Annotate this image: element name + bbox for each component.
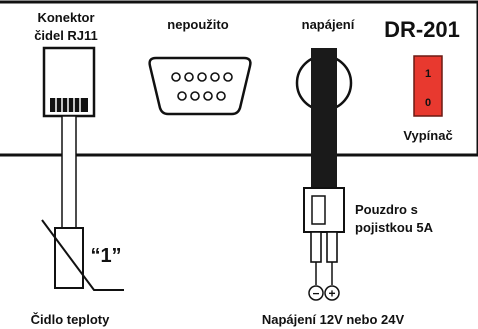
probe-cable — [61, 115, 77, 232]
fuse-cartridge — [311, 195, 326, 225]
minus-terminal — [308, 285, 324, 301]
db9-title: nepoužito — [167, 17, 228, 32]
power-leads: − + — [308, 231, 340, 301]
power-title: napájení — [302, 17, 355, 32]
probe-tag: “1” — [90, 245, 121, 267]
plus-sign: + — [328, 287, 335, 301]
minus-sign: − — [312, 287, 319, 301]
probe-caption: Čidlo teploty — [31, 312, 110, 327]
power-cable-black — [311, 48, 337, 188]
lead-positive — [326, 231, 338, 263]
device-panel-outline — [0, 0, 478, 157]
db9-connector — [148, 56, 252, 116]
lead-negative — [310, 231, 322, 263]
connector-title-line1: Konektor — [37, 10, 94, 25]
db9-pins — [171, 72, 233, 101]
db9-shell — [148, 56, 252, 116]
fuse-label-line1: Pouzdro s — [355, 202, 418, 217]
fuse-holder — [303, 187, 345, 233]
connector-title-line2: čidel RJ11 — [34, 28, 98, 43]
fuse-label-line2: pojistkou 5A — [355, 220, 434, 235]
plus-terminal — [324, 285, 340, 301]
thermistor-symbol — [41, 219, 124, 291]
rj11-connector — [42, 46, 96, 118]
rj11-contacts — [50, 98, 88, 112]
power-jack — [295, 48, 353, 188]
switch-rocker — [413, 55, 443, 117]
switch-on-mark: 1 — [425, 68, 431, 80]
switch-off-mark: 0 — [425, 97, 431, 109]
power-caption: Napájení 12V nebo 24V — [262, 312, 405, 327]
temperature-probe — [41, 219, 124, 291]
power-switch: 1 0 — [413, 55, 443, 117]
switch-label: Vypínač — [403, 128, 452, 143]
rj11-contact-gaps — [55, 98, 81, 112]
model-name: DR-201 — [384, 17, 460, 42]
